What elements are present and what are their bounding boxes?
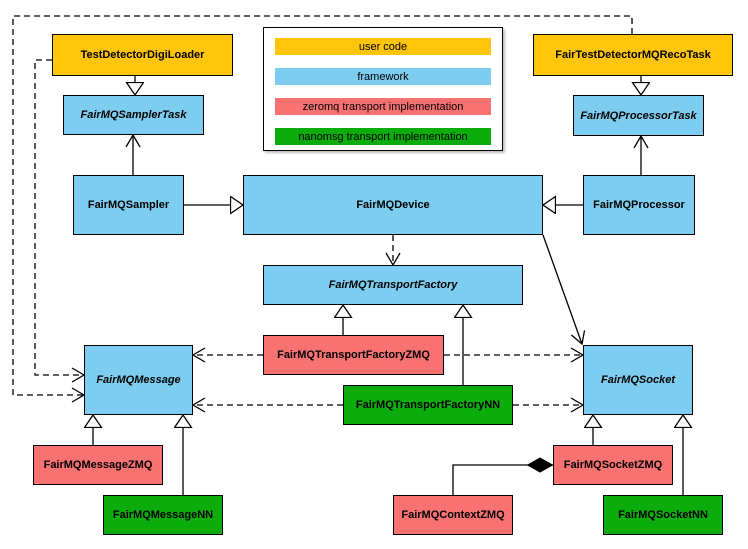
legend-item-nanomsg: nanomsg transport implementation	[275, 128, 491, 145]
node-fairmq-context-zmq: FairMQContextZMQ	[393, 495, 513, 535]
legend-item-framework: framework	[275, 68, 491, 85]
edge-digiloader-message-dependency	[34, 59, 86, 383]
legend-item-zeromq: zeromq transport implementation	[275, 98, 491, 115]
node-fairmq-device: FairMQDevice	[243, 175, 543, 235]
node-fairmq-sampler-task: FairMQSamplerTask	[63, 95, 204, 135]
node-test-detector-digi-loader: TestDetectorDigiLoader	[52, 34, 233, 76]
node-fair-test-detector-mq-reco-task: FairTestDetectorMQRecoTask	[533, 34, 733, 76]
legend-item-user-code: user code	[275, 38, 491, 55]
node-fairmq-transport-factory-zmq: FairMQTransportFactoryZMQ	[263, 335, 444, 375]
node-fairmq-message-zmq: FairMQMessageZMQ	[33, 445, 163, 485]
node-fairmq-message: FairMQMessage	[84, 345, 193, 415]
node-fairmq-transport-factory: FairMQTransportFactory	[263, 265, 523, 305]
node-fairmq-socket-nn: FairMQSocketNN	[603, 495, 723, 535]
node-fairmq-socket: FairMQSocket	[583, 345, 693, 415]
edge-device-socket-association	[542, 234, 586, 346]
legend: user code framework zeromq transport imp…	[263, 27, 503, 151]
node-fairmq-socket-zmq: FairMQSocketZMQ	[553, 445, 673, 485]
node-fairmq-processor: FairMQProcessor	[583, 175, 695, 235]
node-fairmq-sampler: FairMQSampler	[73, 175, 184, 235]
node-fairmq-message-nn: FairMQMessageNN	[103, 495, 223, 535]
node-fairmq-transport-factory-nn: FairMQTransportFactoryNN	[343, 385, 513, 425]
node-fairmq-processor-task: FairMQProcessorTask	[573, 95, 704, 136]
edge-recotask-message-dependency	[12, 15, 633, 403]
edge-contextzmq-socketzmq-composition	[452, 465, 553, 495]
